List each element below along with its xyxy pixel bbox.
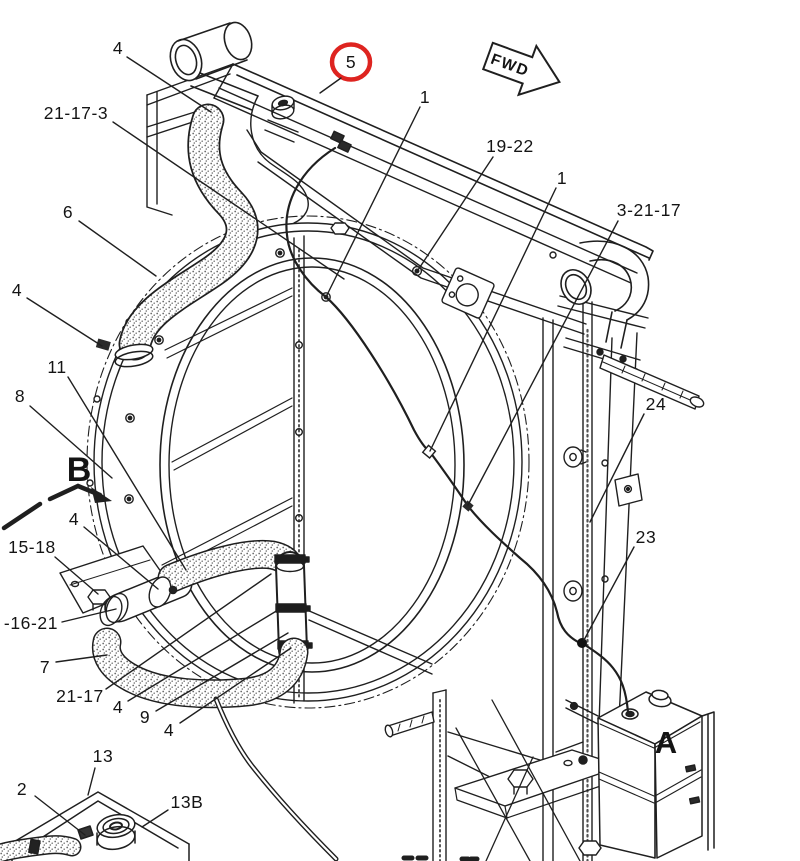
leader-line (155, 632, 289, 712)
leader-line (467, 220, 619, 506)
vent-hose-harness (285, 146, 630, 714)
callout-label: 9 (140, 707, 150, 727)
callout-label: 21-17 (56, 686, 104, 706)
cut-label-fragments (401, 855, 480, 861)
leader-lines (26, 56, 645, 836)
leader-line (127, 606, 284, 702)
callout-label: 24 (646, 394, 667, 414)
callout-label: 19-22 (486, 136, 534, 156)
leader-line (61, 608, 117, 623)
leader-line (105, 573, 272, 690)
callout-label: 4 (113, 697, 123, 717)
cut-leader-lines (455, 699, 581, 861)
callout-label: 7 (40, 657, 50, 677)
leader-line (112, 121, 345, 280)
hoses (59, 103, 339, 861)
leader-line (326, 106, 421, 296)
leader-line (583, 546, 635, 641)
drain-hose (213, 696, 339, 861)
bracket-plate (441, 267, 495, 319)
leader-line (55, 654, 108, 663)
leader-line (54, 556, 99, 595)
vibration-mounts (563, 446, 643, 602)
leader-line (319, 77, 342, 94)
filler-cylinder (169, 21, 259, 111)
callout-label: 15-18 (8, 537, 56, 557)
fwd-arrow: FWD (481, 41, 561, 97)
callout-label: 4 (69, 509, 79, 529)
leader-line (179, 647, 292, 724)
leader-line (417, 156, 494, 271)
callout-label: 6 (63, 202, 73, 222)
view-letter-b: B (67, 451, 92, 489)
leader-line (141, 809, 169, 828)
expansion-tank (565, 689, 715, 859)
upper-hose (95, 103, 259, 368)
callout-label: 21-17-3 (44, 103, 109, 123)
filler-cap (271, 95, 295, 120)
callout-label: 11 (47, 357, 66, 377)
leader-line (26, 297, 103, 347)
callout-label: 4 (164, 720, 174, 740)
support-bar (563, 337, 705, 410)
view-b-arrow (1, 483, 112, 531)
leader-line (29, 405, 113, 479)
callout-label: 4 (12, 280, 22, 300)
leader-line (429, 187, 557, 452)
lower-hose-assembly (59, 539, 313, 709)
leader-line (34, 795, 86, 836)
leader-line (83, 526, 159, 590)
top-tank-frame (146, 21, 654, 335)
callout-label: 13 (93, 746, 114, 766)
callout-label: 3-21-17 (617, 200, 682, 220)
callout-label: 2 (17, 779, 27, 799)
small-tank (0, 791, 190, 861)
highlight-circle-5 (329, 42, 373, 82)
callout-label: 4 (113, 38, 123, 58)
callout-label: 23 (636, 527, 657, 547)
callout-label: 13B (171, 792, 204, 812)
leader-line (126, 56, 212, 113)
callout-label: 1 (557, 168, 567, 188)
view-letter-a: A (655, 725, 677, 760)
callout-label: 8 (15, 386, 25, 406)
leader-line (78, 220, 157, 277)
leader-line (87, 767, 96, 796)
leader-line (67, 376, 187, 571)
callout-label: 5 (346, 52, 356, 72)
shroud-brace-rods (161, 287, 293, 574)
callout-label: 1 (420, 87, 430, 107)
leader-line (589, 413, 645, 523)
callout-label: -16-21 (4, 613, 58, 633)
